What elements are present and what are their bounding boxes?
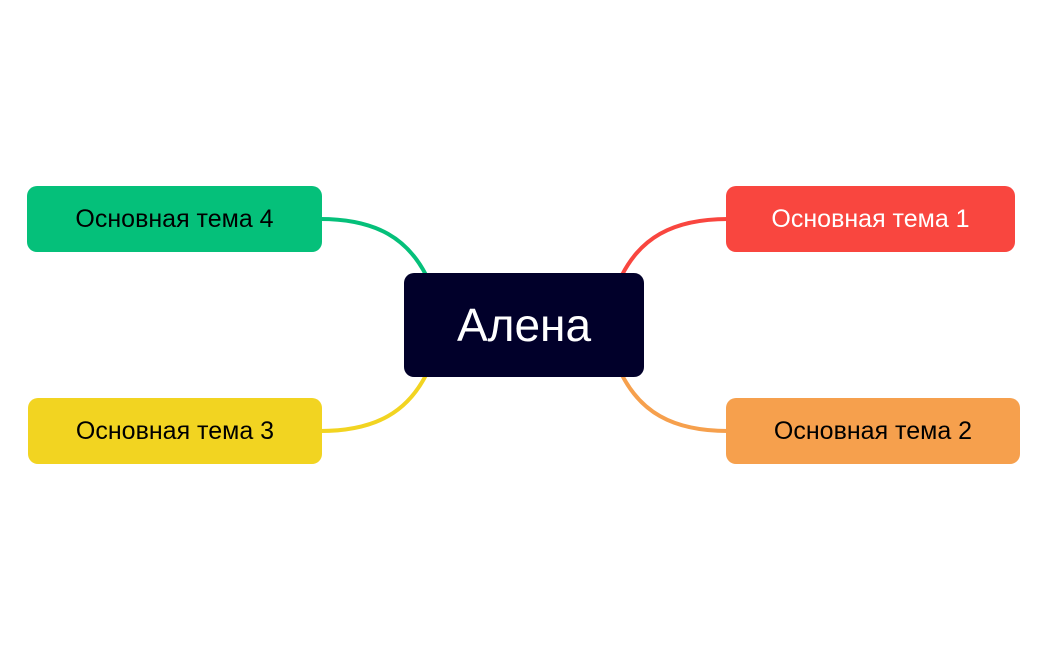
main-topic-2-label: Основная тема 2: [773, 416, 973, 445]
connector-topic-2: [620, 374, 729, 433]
connector-topic-3: [319, 374, 428, 433]
main-topic-4-node[interactable]: Основная тема 4: [27, 186, 322, 252]
central-topic-label: Алена: [456, 299, 592, 351]
main-topic-3-label: Основная тема 3: [75, 416, 275, 445]
main-topic-2-node[interactable]: Основная тема 2: [726, 398, 1020, 464]
connector-topic-4: [319, 217, 428, 276]
connector-topic-1: [620, 217, 729, 276]
main-topic-1-label: Основная тема 1: [771, 204, 970, 233]
main-topic-1-node[interactable]: Основная тема 1: [726, 186, 1015, 252]
central-topic-node[interactable]: Алена: [404, 273, 644, 377]
main-topic-4-label: Основная тема 4: [75, 204, 274, 233]
main-topic-3-node[interactable]: Основная тема 3: [28, 398, 322, 464]
